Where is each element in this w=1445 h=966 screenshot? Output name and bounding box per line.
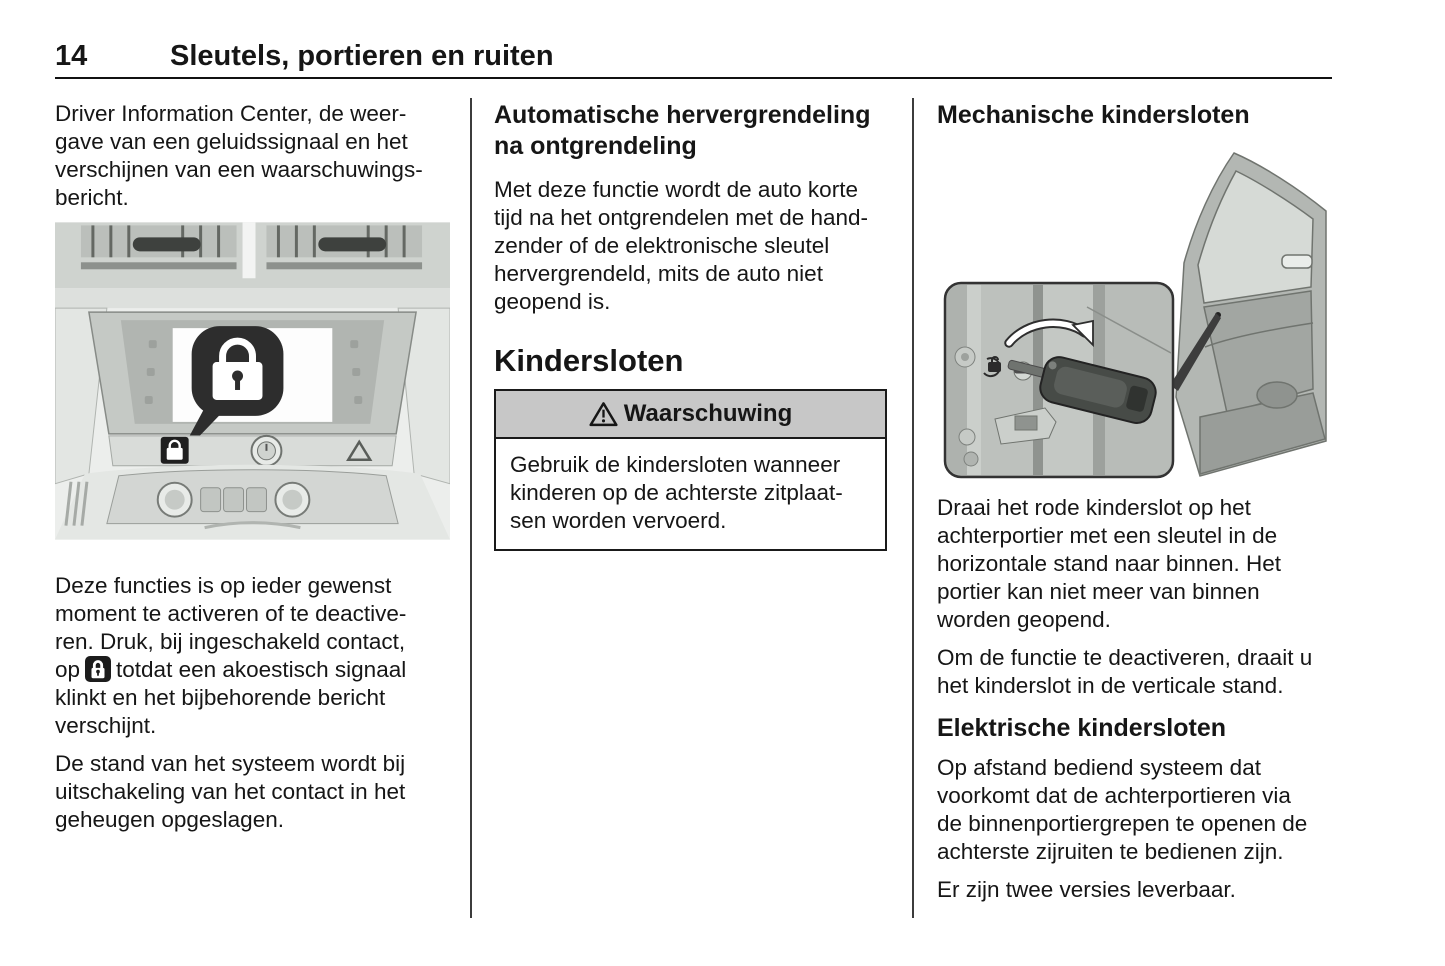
hazard-button <box>346 439 373 462</box>
warning-triangle-icon <box>589 402 618 427</box>
climate-knob-left <box>156 481 193 518</box>
paragraph-electric-2: Er zijn twee versies leverbaar. <box>937 877 1236 902</box>
dashboard-lock-figure <box>54 222 451 545</box>
column-2: Automatische hervergrendeling na ontgren… <box>494 100 890 551</box>
key-icon <box>1007 356 1157 424</box>
climate-knob-right <box>274 481 311 518</box>
heading-kindersloten: Kindersloten <box>494 343 684 378</box>
power-knob <box>250 434 283 467</box>
paragraph-memory: De stand van het systeem wordt bij uitsc… <box>55 751 406 832</box>
dashboard-illustration <box>54 222 451 540</box>
heading-electric: Elektrische kindersloten <box>937 714 1227 742</box>
header-rule <box>55 77 1332 79</box>
paragraph-electric-1: Op afstand bediend systeem dat voorkomt … <box>937 755 1308 864</box>
warning-box: Waarschuwing Gebruik de kindersloten wan… <box>494 389 887 551</box>
paragraph-dic: Driver Information Center, de weer- gave… <box>55 101 423 210</box>
side-grille <box>64 481 89 526</box>
page-number: 14 <box>55 40 88 72</box>
rear-door-childlock-figure <box>937 145 1335 485</box>
heading-auto-relock: Automatische hervergrendeling na ontgren… <box>494 101 871 160</box>
paragraph-relock: Met deze functie wordt de auto korte tij… <box>494 177 869 314</box>
unlock-rotate-icon <box>983 356 1001 378</box>
paragraph-mechanical-2: Om de functie te deactiveren, draait u h… <box>937 645 1313 698</box>
warning-body: Gebruik de kindersloten wanneer kinderen… <box>510 452 843 533</box>
chapter-title: Sleutels, portieren en ruiten <box>170 40 554 72</box>
door-handle <box>1281 254 1313 269</box>
vent-handle-right <box>318 237 387 252</box>
column-3: Mechanische kindersloten <box>937 100 1335 914</box>
paragraph-activate: Deze functies is op ieder gewenst moment… <box>55 572 450 740</box>
column-1: Driver Information Center, de weer- gave… <box>54 100 451 844</box>
vent-handle-left <box>132 237 201 252</box>
column-divider-1 <box>470 98 472 918</box>
paragraph-mechanical-1: Draai het rode kinderslot op het achterp… <box>937 495 1281 632</box>
central-locking-button <box>160 436 189 464</box>
rotate-arrow-icon <box>1004 318 1094 348</box>
climate-buttons <box>200 487 267 513</box>
heading-mechanical: Mechanische kindersloten <box>937 101 1250 129</box>
warning-box-header: Waarschuwing <box>496 391 885 439</box>
lock-icon <box>85 656 112 682</box>
paragraph-activate-after: totdat een akoestisch signaal klinkt en … <box>55 657 407 738</box>
paragraph-activate-before: Deze functies is op ieder gewenst moment… <box>55 573 407 682</box>
rear-door-illustration <box>943 152 1327 479</box>
warning-title: Waarschuwing <box>623 400 793 427</box>
lock-icon <box>212 337 263 400</box>
column-divider-2 <box>912 98 914 918</box>
